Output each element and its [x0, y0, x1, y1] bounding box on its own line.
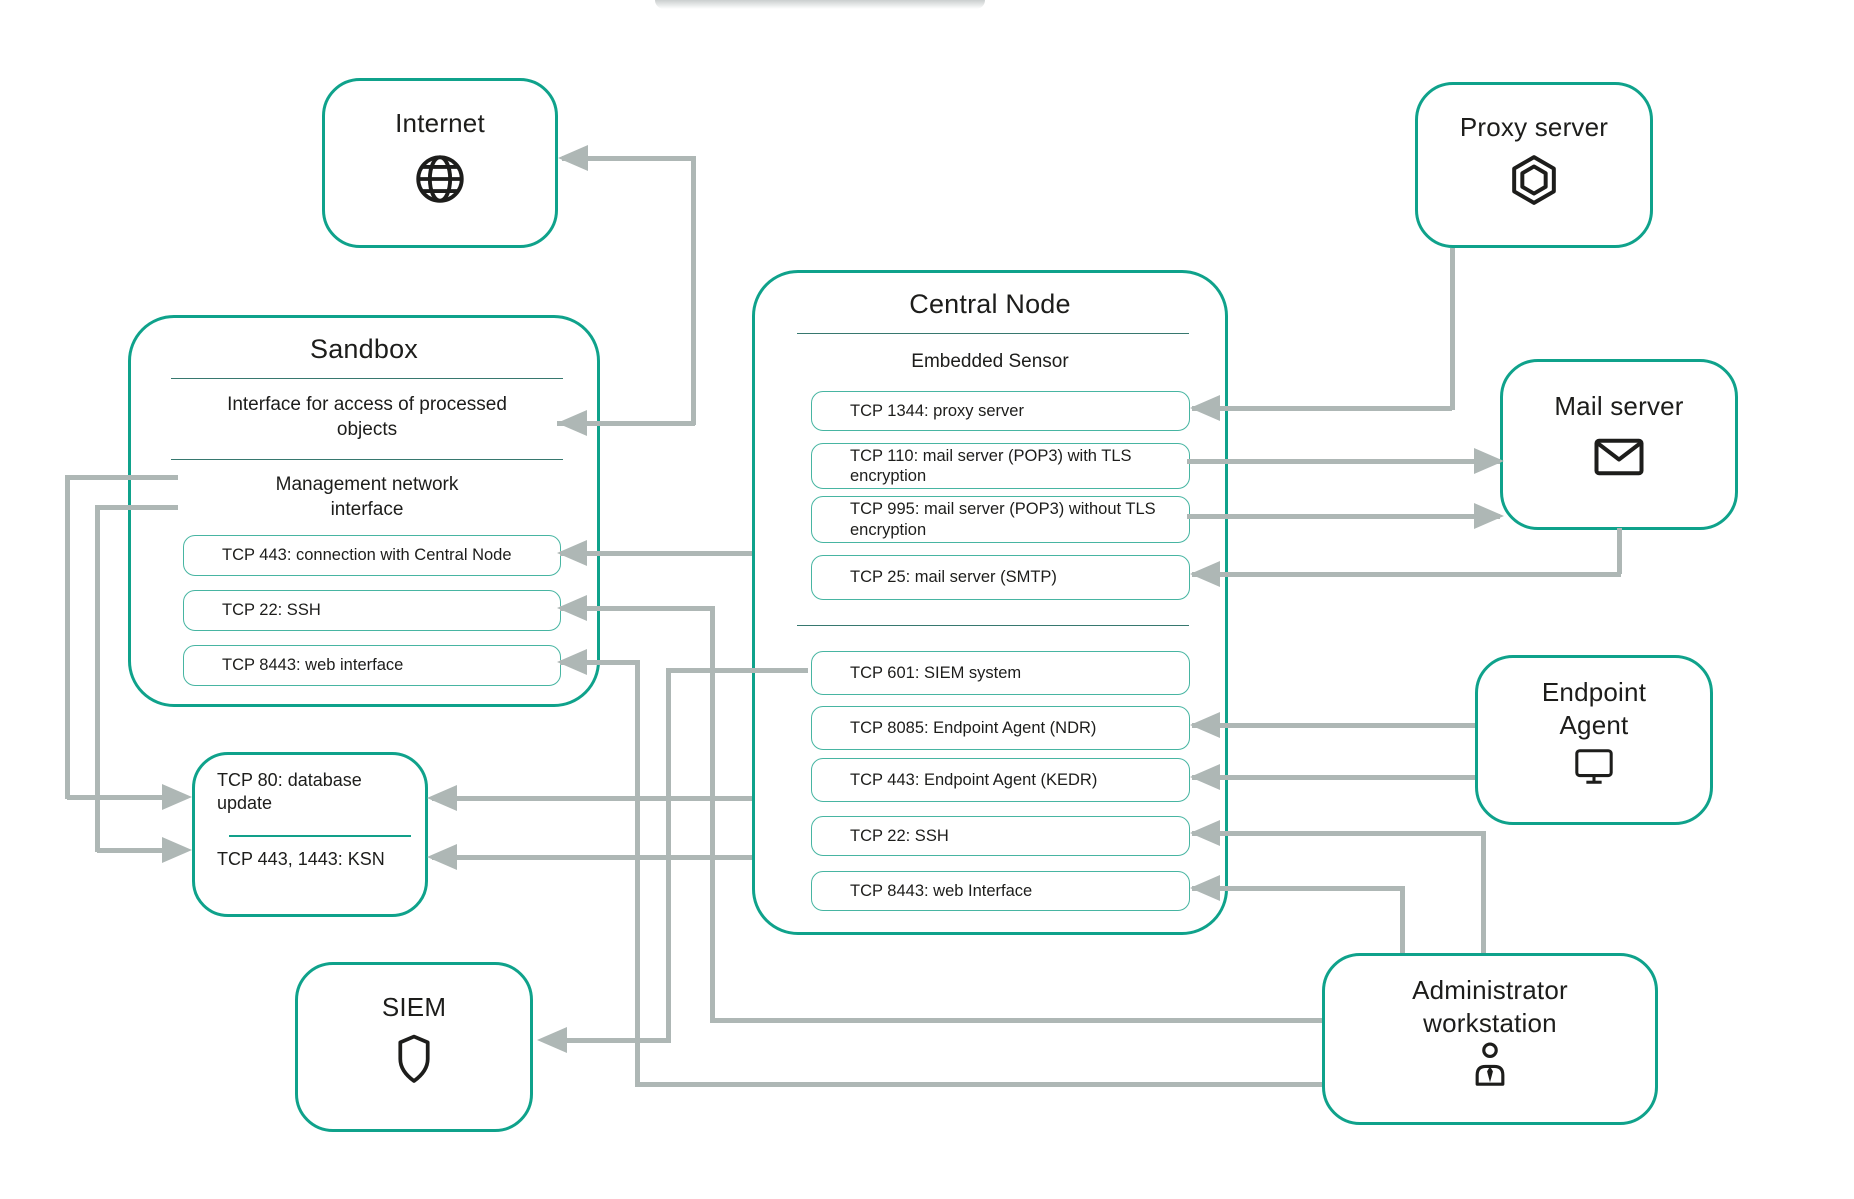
arrow-into-tcp1344 — [1190, 395, 1220, 421]
ksn-label: TCP 443, 1443: KSN — [217, 849, 385, 869]
node-proxy-server: Proxy server — [1415, 82, 1653, 248]
arrow-into-tcp443-kedr — [1190, 764, 1220, 790]
sandbox-divider-2 — [171, 459, 563, 460]
node-siem: SIEM — [295, 962, 533, 1132]
admin-title: Administrator workstation — [1412, 975, 1568, 1038]
person-icon — [1475, 1042, 1505, 1086]
connector-admin-sbx22-h2 — [710, 1018, 1322, 1023]
connector-internet-h — [562, 156, 695, 161]
connector-cn-ksn — [432, 855, 752, 860]
central-port-995: TCP 995: mail server (POP3) without TLS … — [811, 496, 1190, 543]
arrow-into-tcp25 — [1190, 561, 1220, 587]
connector-mgmt1-h — [67, 475, 178, 480]
arrow-into-mail-1 — [1474, 448, 1504, 474]
central-port-8085: TCP 8085: Endpoint Agent (NDR) — [811, 706, 1190, 750]
sandbox-divider-1 — [171, 378, 563, 379]
update-divider — [229, 835, 411, 837]
arrow-into-siem — [537, 1027, 567, 1053]
connector-pop3-tls-h — [1187, 459, 1500, 464]
node-endpoint-agent: Endpoint Agent — [1475, 655, 1713, 825]
arrow-into-update-right — [427, 785, 457, 811]
update-label: TCP 80: database update — [217, 770, 362, 813]
connector-admin-sbx22-v — [710, 606, 715, 1023]
node-admin-workstation: Administrator workstation — [1322, 953, 1658, 1125]
sandbox-box: Sandbox Interface for access of processe… — [128, 315, 600, 707]
arrow-into-ksn-left — [162, 837, 192, 863]
monitor-icon — [1575, 749, 1613, 784]
sandbox-title: Sandbox — [310, 334, 418, 364]
arrow-into-sandbox-8443 — [557, 649, 587, 675]
central-divider-1 — [797, 333, 1189, 334]
central-port-22: TCP 22: SSH — [811, 816, 1190, 856]
connector-siem-v — [666, 668, 671, 1043]
endpoint-title: Endpoint Agent — [1541, 677, 1647, 740]
connector-admin-sbx8443-h1 — [560, 660, 637, 665]
connector-endpoint-ndr — [1192, 723, 1475, 728]
arrow-into-sandbox-interface — [557, 410, 587, 436]
arrow-into-cn-tcp8443 — [1190, 875, 1220, 901]
connector-pop3-h — [1187, 514, 1500, 519]
arrow-into-tcp8085 — [1190, 712, 1220, 738]
shield-icon — [398, 1034, 430, 1083]
connector-admin-cn8443-v — [1400, 886, 1405, 953]
hexagon-icon — [1512, 154, 1556, 205]
central-node-title: Central Node — [909, 289, 1071, 319]
central-divider-2 — [797, 625, 1189, 626]
arrow-into-sandbox-443 — [557, 540, 587, 566]
connector-cn-sandbox443 — [560, 551, 752, 556]
connector-mail-smtp-h — [1192, 572, 1621, 577]
central-node-box: Central Node Embedded Sensor TCP 1344: p… — [752, 270, 1228, 935]
connector-admin-sbx8443-v — [635, 660, 640, 1087]
sandbox-port-443: TCP 443: connection with Central Node — [183, 535, 561, 576]
arrow-into-cn-tcp22 — [1190, 820, 1220, 846]
embedded-sensor-label: Embedded Sensor — [911, 351, 1069, 372]
connector-mgmt1-h2 — [67, 795, 167, 800]
connector-proxy-h — [1192, 406, 1452, 411]
sandbox-section-interface: Interface for access of processed object… — [227, 394, 507, 441]
central-port-1344: TCP 1344: proxy server — [811, 391, 1190, 431]
update-ksn-box: TCP 80: database update TCP 443, 1443: K… — [192, 752, 428, 917]
connector-admin-cn22-h — [1192, 831, 1483, 836]
connector-sandbox-interface-h — [557, 421, 695, 426]
connector-endpoint-kedr — [1192, 775, 1475, 780]
connector-admin-sbx8443-h2 — [635, 1082, 1322, 1087]
central-port-601: TCP 601: SIEM system — [811, 651, 1190, 695]
connector-siem-h2 — [545, 1038, 670, 1043]
top-edge-artifact — [655, 0, 985, 9]
node-internet: Internet — [322, 78, 558, 248]
connector-admin-cn22-v — [1481, 831, 1486, 953]
connector-internet-v — [691, 156, 696, 425]
central-port-443-kedr: TCP 443: Endpoint Agent (KEDR) — [811, 758, 1190, 802]
arrow-into-internet — [558, 145, 588, 171]
connector-proxy-v — [1450, 248, 1455, 410]
arrow-into-ksn-right — [427, 844, 457, 870]
arrow-into-update-left — [162, 784, 192, 810]
connector-cn-update — [432, 796, 752, 801]
connector-mail-smtp-v — [1617, 528, 1622, 574]
proxy-title: Proxy server — [1459, 112, 1609, 142]
connector-siem-h1 — [668, 668, 808, 673]
connector-mgmt2-h — [97, 505, 178, 510]
internet-title: Internet — [395, 108, 485, 138]
central-port-110: TCP 110: mail server (POP3) with TLS enc… — [811, 443, 1190, 489]
mail-title: Mail server — [1554, 391, 1684, 421]
connector-admin-cn8443-h — [1192, 886, 1402, 891]
globe-icon — [416, 154, 464, 203]
connector-admin-sbx22-h1 — [560, 606, 712, 611]
arrow-into-mail-2 — [1474, 503, 1504, 529]
sandbox-port-22: TCP 22: SSH — [183, 590, 561, 631]
arrow-into-sandbox-22 — [557, 595, 587, 621]
central-port-8443: TCP 8443: web Interface — [811, 871, 1190, 911]
connector-mgmt2-v — [95, 505, 100, 852]
siem-title: SIEM — [381, 992, 447, 1022]
connector-mgmt2-h2 — [97, 848, 167, 853]
envelope-icon — [1594, 438, 1644, 475]
central-port-25: TCP 25: mail server (SMTP) — [811, 555, 1190, 600]
sandbox-section-management: Management network interface — [275, 474, 459, 521]
sandbox-port-8443: TCP 8443: web interface — [183, 645, 561, 686]
node-mail-server: Mail server — [1500, 359, 1738, 530]
connector-mgmt1-v — [65, 475, 70, 799]
